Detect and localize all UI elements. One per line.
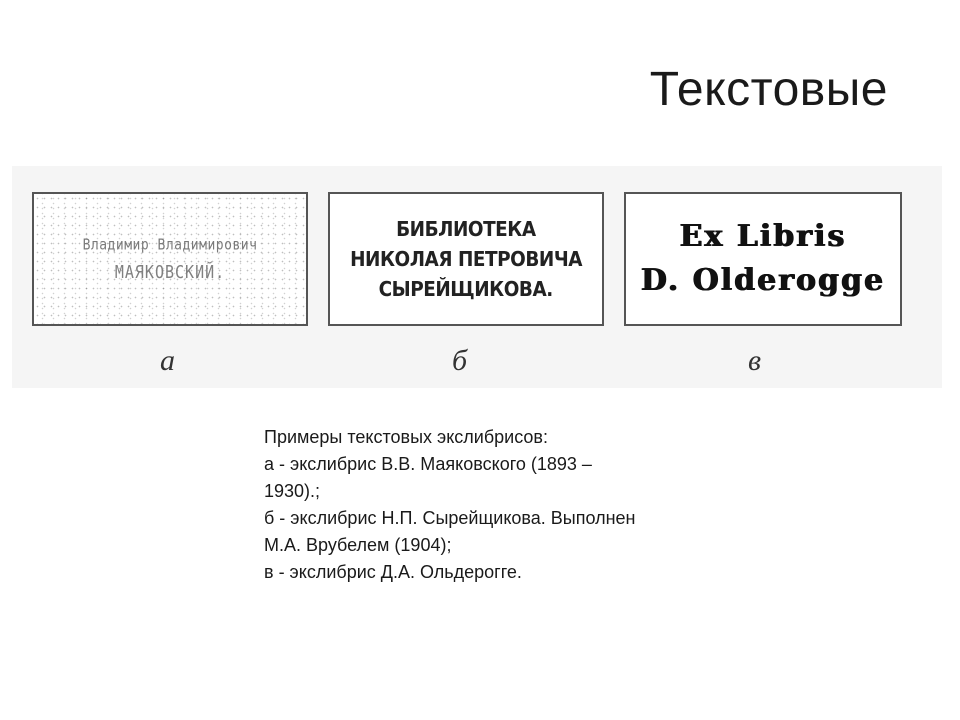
exlibris-c-line2: D. Olderogge: [640, 263, 886, 298]
caption-line: Примеры текстовых экслибрисов:: [264, 427, 548, 447]
figure-label-b: б: [452, 344, 468, 377]
figure-label-a: а: [160, 344, 175, 377]
exlibris-mayakovsky: Владимир Владимирович МАЯКОВСКИЙ.: [32, 192, 308, 326]
exlibris-b-line3: СЫРЕЙЩИКОВА.: [378, 277, 554, 301]
exlibris-b-line2: НИКОЛАЯ ПЕТРОВИЧА: [350, 247, 582, 271]
caption-line: а - экслибрис В.В. Маяковского (1893 –: [264, 454, 592, 474]
exlibris-b-line1: БИБЛИОТЕКА: [396, 217, 536, 241]
exlibris-a-line2: МАЯКОВСКИЙ.: [114, 260, 226, 283]
caption-line: в - экслибрис Д.А. Ольдерогге.: [264, 562, 522, 582]
exlibris-figure: Владимир Владимирович МАЯКОВСКИЙ. БИБЛИО…: [12, 166, 942, 388]
caption-line: б - экслибрис Н.П. Сырейщикова. Выполнен: [264, 508, 636, 528]
exlibris-syreyshchikov-text: БИБЛИОТЕКА НИКОЛАЯ ПЕТРОВИЧА СЫРЕЙЩИКОВА…: [330, 194, 602, 324]
figure-caption: Примеры текстовых экслибрисов: а - эксли…: [264, 424, 734, 586]
caption-line: 1930).;: [264, 481, 321, 501]
exlibris-a-line1: Владимир Владимирович: [82, 236, 258, 254]
caption-line: М.А. Врубелем (1904);: [264, 535, 452, 555]
slide-title: Текстовые: [649, 63, 888, 116]
exlibris-olderogge-text: Ex Libris D. Olderogge: [626, 194, 900, 324]
exlibris-c-line1: Ex Libris: [679, 219, 847, 254]
figure-label-c: в: [748, 344, 762, 377]
exlibris-olderogge: Ex Libris D. Olderogge: [624, 192, 902, 326]
exlibris-syreyshchikov: БИБЛИОТЕКА НИКОЛАЯ ПЕТРОВИЧА СЫРЕЙЩИКОВА…: [328, 192, 604, 326]
exlibris-mayakovsky-text: Владимир Владимирович МАЯКОВСКИЙ.: [34, 194, 306, 324]
